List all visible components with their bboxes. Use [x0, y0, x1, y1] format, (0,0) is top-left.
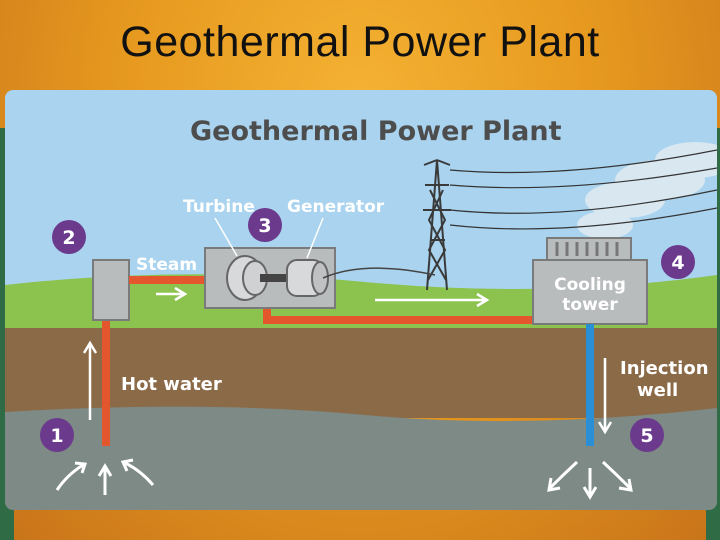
underground-outflow-arrows [547, 460, 633, 500]
hot-water-pipe [102, 318, 110, 446]
step-badge-5: 5 [630, 418, 664, 452]
steam-pipe [129, 276, 205, 284]
injection-pipe [586, 324, 594, 446]
turbine-pointer [214, 217, 238, 257]
step-badge-3: 3 [248, 208, 282, 242]
step-badge-4: 4 [661, 245, 695, 279]
svg-text:5: 5 [640, 425, 653, 447]
transmission-tower [423, 159, 451, 291]
diagram-title: Geothermal Power Plant [190, 116, 562, 147]
step-badge-1: 1 [40, 418, 74, 452]
cooling-tower [532, 237, 648, 325]
injection-label-line2: well [637, 380, 678, 401]
step-badge-2: 2 [52, 220, 86, 254]
svg-text:2: 2 [62, 227, 75, 249]
return-pipe [263, 304, 535, 324]
injection-label-line1: Injection [620, 358, 709, 379]
rock-layer [5, 406, 717, 510]
turbine-label: Turbine [183, 197, 255, 217]
underground-inflow-arrows [55, 458, 155, 495]
slide-title: Geothermal Power Plant [120, 18, 600, 66]
generator-wire [322, 267, 436, 279]
generator-icon [286, 259, 329, 297]
geothermal-diagram: Geothermal Power Plant Cooling t [5, 90, 717, 510]
hot-water-label: Hot water [121, 374, 222, 395]
svg-text:4: 4 [671, 252, 684, 274]
steam-plume [577, 142, 717, 239]
generator-pointer [306, 217, 324, 259]
well-building [92, 259, 130, 321]
svg-text:1: 1 [50, 425, 63, 447]
flow-arrows [82, 286, 613, 435]
generator-label: Generator [287, 197, 385, 217]
turbine-icon [226, 255, 290, 301]
svg-text:3: 3 [258, 215, 271, 237]
cooling-tower-label-line2: tower [562, 295, 618, 315]
cooling-tower-label-line1: Cooling [554, 275, 626, 295]
soil-layer [5, 328, 717, 418]
steam-label: Steam [136, 255, 197, 275]
power-lines [449, 149, 717, 230]
